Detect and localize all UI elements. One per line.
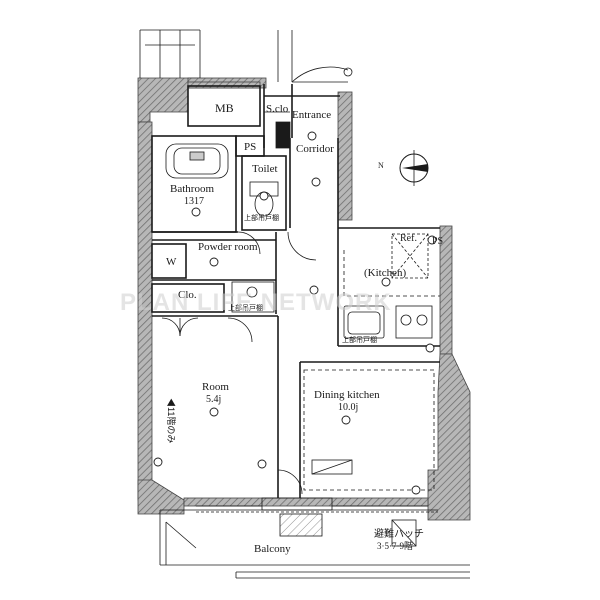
label-upper-cabinet-2: 上部吊戸棚 bbox=[228, 303, 263, 312]
label-hatch-line2: 3·5·7·9階 bbox=[377, 541, 413, 551]
label-floor-note: ◀11階のみ bbox=[166, 398, 176, 443]
label-ref: Ref. bbox=[400, 233, 417, 244]
label-bathroom-size: 1317 bbox=[184, 196, 204, 207]
compass-icon bbox=[399, 150, 429, 186]
label-entrance: Entrance bbox=[292, 109, 331, 121]
exterior-walls bbox=[137, 77, 471, 521]
label-upper-cabinet-1: 上部吊戸棚 bbox=[244, 213, 279, 222]
label-mb: MB bbox=[215, 101, 234, 115]
label-ps-kitchen: PS bbox=[432, 236, 443, 247]
label-corridor: Corridor bbox=[296, 143, 334, 155]
label-dining-kitchen: Dining kitchen bbox=[314, 389, 380, 401]
label-ps-top: PS bbox=[244, 141, 256, 153]
light-symbols bbox=[153, 131, 437, 495]
label-dining-size: 10.0j bbox=[338, 402, 358, 413]
label-upper-cabinet-3: 上部吊戸棚 bbox=[342, 335, 377, 344]
label-room-size: 5.4j bbox=[206, 394, 221, 405]
label-toilet: Toilet bbox=[252, 163, 278, 175]
label-clo: Clo. bbox=[178, 289, 197, 301]
exterior-lines bbox=[139, 29, 353, 83]
label-room: Room bbox=[202, 381, 229, 393]
label-w: W bbox=[166, 256, 177, 268]
label-balcony: Balcony bbox=[254, 543, 291, 555]
room-labels: MB S.clo Entrance PS Corridor Bathroom 1… bbox=[166, 101, 443, 555]
label-hatch-line1: 避難ハッチ bbox=[374, 527, 424, 540]
label-kitchen: (Kitchen) bbox=[364, 267, 406, 279]
label-powder-room: Powder room bbox=[198, 241, 258, 253]
label-compass-north: N bbox=[378, 161, 384, 170]
watermark: PLAN LIFE NETWORK bbox=[120, 289, 392, 316]
label-s-clo: S.clo bbox=[266, 103, 289, 115]
label-bathroom: Bathroom bbox=[170, 183, 214, 195]
